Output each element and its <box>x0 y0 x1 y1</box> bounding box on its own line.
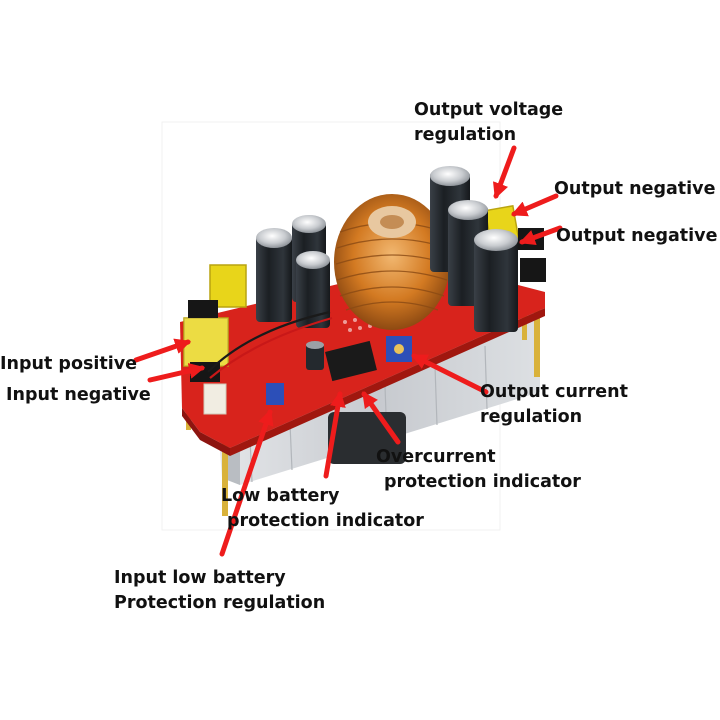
arrow-output-negative-1 <box>511 193 559 217</box>
label-output-voltage-regulation: Output voltage regulation <box>414 100 564 145</box>
arrow-input-low-battery-regulation <box>219 408 274 557</box>
label-output-negative-1: Output negative <box>554 179 716 199</box>
arrow-overcurrent-indicator <box>361 391 401 445</box>
arrow-output-current-regulation <box>411 353 489 395</box>
arrow-input-positive <box>133 338 192 363</box>
small-components <box>203 310 412 415</box>
callout-arrows <box>133 145 563 557</box>
arrow-low-battery-indicator <box>323 390 346 479</box>
arrow-output-voltage-regulation <box>493 145 517 199</box>
label-input-positive: Input positive <box>0 354 138 374</box>
label-output-current-regulation: Output current regulation <box>480 382 628 427</box>
capacitors-input <box>256 215 330 328</box>
capacitors-output <box>430 166 518 332</box>
toroid-inductor <box>334 194 450 330</box>
label-input-low-battery-regulation: Input low battery Protection regulation <box>114 568 326 613</box>
label-low-battery-indicator: Low battery protection indicator <box>221 486 424 531</box>
label-output-negative-2: Output negative <box>556 226 718 246</box>
arrow-output-negative-2 <box>518 225 563 246</box>
label-input-negative: Input negative <box>6 385 151 405</box>
label-overcurrent-indicator: Overcurrent protection indicator <box>376 447 581 492</box>
arrow-input-negative <box>147 363 206 383</box>
